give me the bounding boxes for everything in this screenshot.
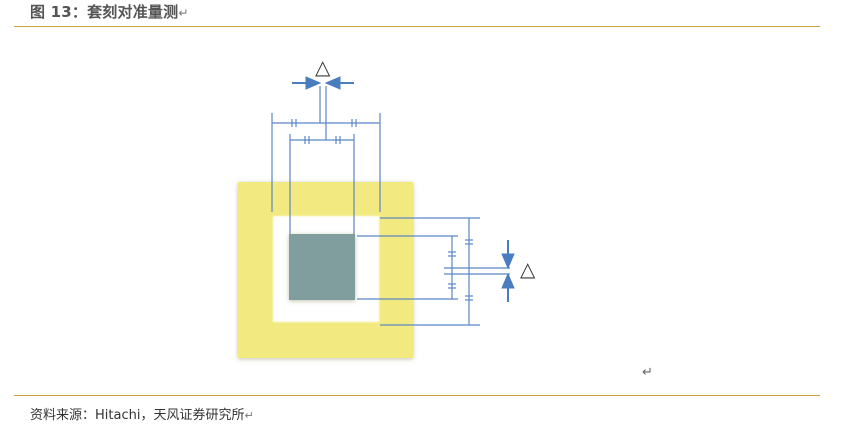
delta-arrows — [292, 76, 515, 302]
figure-title: 图 13：套刻对准量测↵ — [30, 1, 189, 22]
delta-arrow-right-head — [324, 76, 341, 90]
inner-overlay-mark — [289, 234, 355, 300]
paragraph-mark: ↵ — [244, 409, 254, 422]
paragraph-mark: ↵ — [178, 6, 189, 20]
delta-label-top: △ — [315, 55, 331, 79]
dimension-lines — [271, 86, 510, 326]
delta-arrow-left-head — [305, 76, 322, 90]
delta-arrow-top-head — [501, 253, 515, 270]
figure-title-text: 图 13：套刻对准量测 — [30, 3, 179, 21]
bottom-rule — [14, 395, 820, 396]
source-text: 资料来源：Hitachi，天风证券研究所 — [30, 408, 245, 423]
delta-arrow-bottom-head — [501, 272, 515, 289]
top-rule — [14, 26, 820, 27]
source-note: 资料来源：Hitachi，天风证券研究所↵ — [30, 404, 254, 423]
delta-label-right: △ — [520, 257, 536, 281]
paragraph-mark: ↵ — [642, 365, 653, 380]
